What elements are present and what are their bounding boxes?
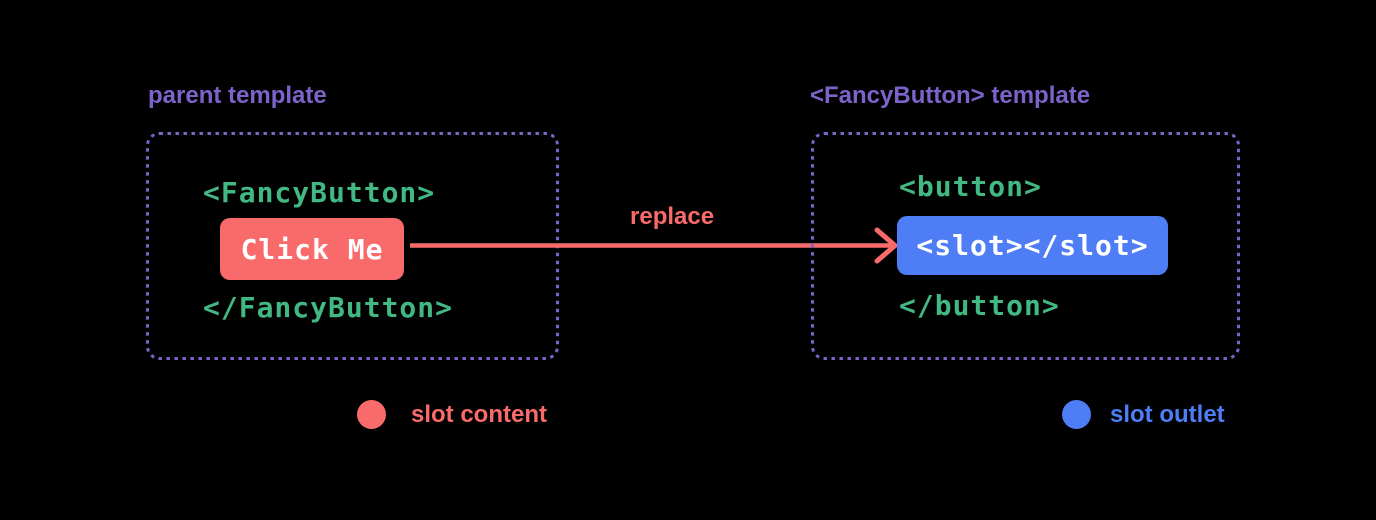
fancybutton-template-box-border (811, 132, 1240, 360)
click-me-button: Click Me (220, 218, 404, 280)
fancybutton-close-tag: </FancyButton> (203, 291, 454, 324)
fancybutton-template-title: <FancyButton> template (810, 82, 1091, 109)
fancybutton-template-box (811, 132, 1240, 360)
slot-content-dot-icon (357, 400, 386, 429)
click-me-button-label: Click Me (240, 232, 384, 266)
button-close-tag: </button> (899, 289, 1060, 322)
button-open-tag: <button> (899, 170, 1042, 203)
fancybutton-open-tag: <FancyButton> (203, 176, 436, 209)
slot-outlet-dot-icon (1062, 400, 1091, 429)
slot-content-legend-label: slot content (411, 401, 547, 428)
slot-outlet-legend-label: slot outlet (1110, 401, 1225, 428)
replace-label: replace (630, 203, 715, 230)
replace-arrow-head (874, 227, 898, 264)
slot-outlet-box: <slot></slot> (897, 216, 1168, 275)
slot-code: <slot></slot> (916, 229, 1149, 262)
parent-template-title: parent template (148, 82, 327, 109)
